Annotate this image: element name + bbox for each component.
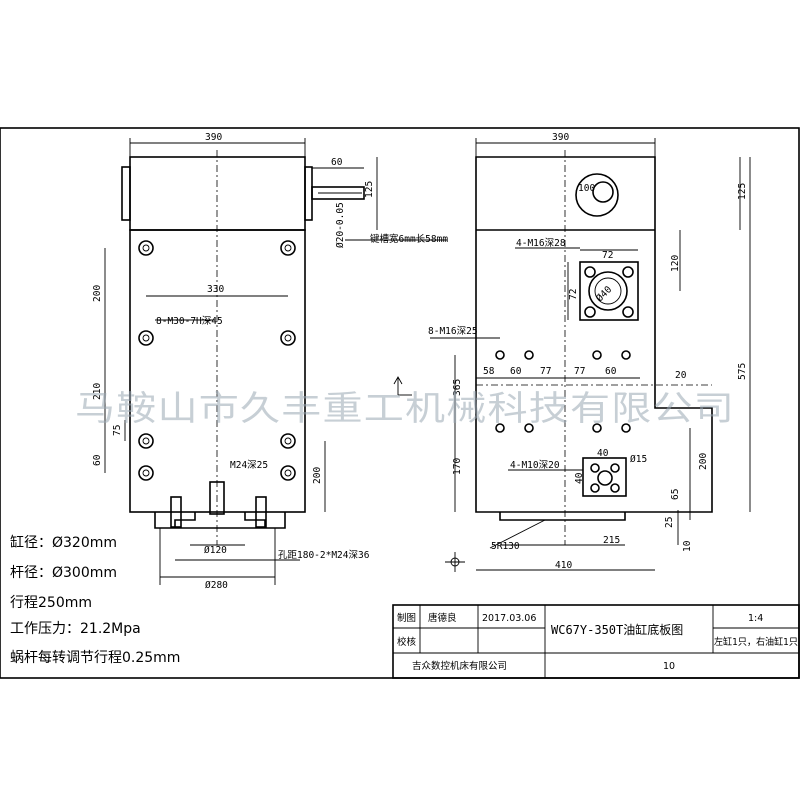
- right-holes-row2: [495, 423, 631, 433]
- title-block: 制图 唐德良 2017.03.06 校核 WC67Y-350T油缸底板图 1:4…: [392, 604, 800, 679]
- right-dim-200: 200: [698, 453, 709, 470]
- right-dim-100: 100: [578, 183, 595, 194]
- right-spacing-3: 77: [540, 366, 551, 377]
- left-view: 390 330 60 125 Ø20-0.05 键槽宽6mm长58mm 8-M3…: [92, 132, 448, 591]
- right-dim-125: 125: [737, 183, 748, 200]
- right-hole-note-10: 4-M10深20: [510, 460, 560, 471]
- right-spacing-4: 77: [574, 366, 585, 377]
- right-dim-72-left: 72: [568, 289, 579, 300]
- left-dim-125: 125: [364, 181, 375, 198]
- keyway-note: 键槽宽6mm长58mm: [370, 233, 448, 245]
- company-name: 吉众数控机床有限公司: [412, 660, 507, 672]
- right-dim-365: 365: [452, 379, 463, 396]
- right-dim-120: 120: [670, 255, 681, 272]
- right-dim-72-top: 72: [602, 250, 613, 261]
- sheet-number: 10: [663, 661, 675, 672]
- left-dim-shaft: Ø20-0.05: [335, 202, 346, 248]
- right-spacing-2: 60: [510, 366, 522, 377]
- right-dim-r130: 5R130: [491, 541, 520, 552]
- left-dim-280: Ø280: [205, 580, 228, 591]
- left-dim-60-top: 60: [331, 157, 343, 168]
- right-dim-65: 65: [670, 489, 681, 500]
- right-dim-20: 20: [675, 370, 687, 381]
- right-hole-note-8: 8-M16深25: [428, 326, 478, 337]
- spec-bore: 缸径：Ø320mm: [10, 534, 117, 551]
- left-hole-note: 8-M30-7H深45: [156, 316, 223, 327]
- left-dim-330: 330: [207, 284, 224, 295]
- right-dim-25: 25: [664, 517, 675, 528]
- right-dim-390: 390: [552, 132, 569, 143]
- left-bolt-holes: [138, 240, 296, 481]
- left-dim-120: Ø120: [204, 545, 227, 556]
- right-dim-dia15: Ø15: [630, 454, 647, 465]
- left-dim-200: 200: [92, 285, 103, 302]
- right-dim-dia40: Ø40: [594, 284, 614, 304]
- drawing-date: 2017.03.06: [482, 613, 536, 624]
- quantity-note: 左缸1只，右油缸1只: [714, 636, 798, 648]
- check-label: 校核: [397, 636, 417, 648]
- right-dim-10: 10: [682, 540, 693, 552]
- left-dim-390: 390: [205, 132, 222, 143]
- right-holes-row1: [495, 350, 631, 360]
- right-view: 390 100 125 4-M16深28 72 72 120 Ø40 8-M16…: [428, 132, 751, 571]
- right-dim-40-a: 40: [597, 448, 609, 459]
- left-port-note: M24深25: [230, 460, 268, 471]
- spec-rod: 杆径：Ø300mm: [10, 565, 117, 581]
- right-hole-note-16: 4-M16深28: [516, 238, 566, 249]
- spec-screw: 蜗杆每转调节行程0.25mm: [10, 650, 180, 666]
- watermark: 马鞍山市久丰重工机械科技有限公司: [75, 389, 735, 429]
- spec-stroke: 行程250mm: [10, 595, 92, 611]
- crosshair-icon: [445, 552, 465, 572]
- right-dim-170: 170: [452, 458, 463, 475]
- drawn-label: 制图: [397, 612, 416, 624]
- drawing-title: WC67Y-350T油缸底板图: [551, 622, 683, 637]
- drawn-by: 唐德良: [428, 612, 457, 624]
- left-pitch-note: 孔距180-2*M24深36: [278, 550, 370, 561]
- spec-list: 缸径：Ø320mm 杆径：Ø300mm 行程250mm 工作压力：21.2Mpa…: [10, 534, 180, 666]
- right-dim-215: 215: [603, 535, 620, 546]
- drawing-scale: 1:4: [748, 613, 763, 624]
- right-spacing-1: 58: [483, 366, 495, 377]
- left-dim-60: 60: [92, 454, 103, 466]
- right-dim-410: 410: [555, 560, 572, 571]
- spec-pressure: 工作压力：21.2Mpa: [10, 621, 141, 637]
- view-arrow-icon: [393, 376, 412, 396]
- right-dim-575: 575: [737, 363, 748, 380]
- left-dim-210: 210: [92, 383, 103, 400]
- right-dim-40-b: 40: [574, 472, 585, 484]
- left-dim-200-right: 200: [312, 467, 323, 484]
- right-spacing-5: 60: [605, 366, 617, 377]
- left-dim-75: 75: [112, 425, 123, 436]
